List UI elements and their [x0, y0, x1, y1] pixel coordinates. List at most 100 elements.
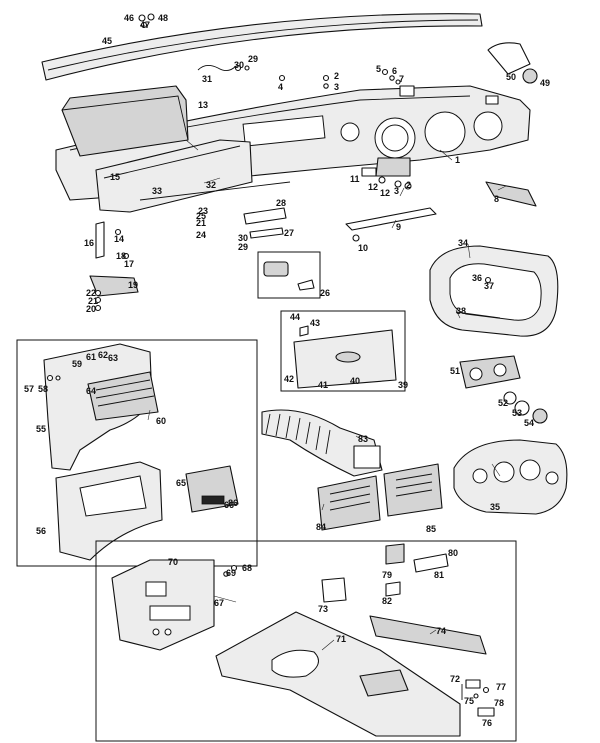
label-73: 73 [318, 604, 328, 614]
part-9-strip [345, 207, 437, 231]
label-81: 81 [434, 570, 444, 580]
label-6: 6 [392, 66, 397, 76]
part-8-bracket [485, 181, 537, 207]
part-49-50-knob [487, 42, 538, 84]
label-79: 79 [382, 570, 392, 580]
parts-51-54 [459, 355, 548, 424]
label-10: 10 [358, 243, 368, 253]
label-4: 4 [278, 82, 283, 92]
label-42: 42 [284, 374, 294, 384]
label-43: 43 [310, 318, 320, 328]
fasteners-46-47-48 [138, 13, 155, 29]
part-45-dash-top-roll [41, 13, 483, 81]
inset-55-66 [16, 339, 258, 567]
label-21-repeat: 21 [88, 296, 98, 306]
label-21: 21 [196, 218, 206, 228]
label-40: 40 [350, 376, 360, 386]
label-56: 56 [36, 526, 46, 536]
label-53: 53 [512, 408, 522, 418]
label-64: 64 [86, 386, 96, 396]
label-76: 76 [482, 718, 492, 728]
label-78: 78 [494, 698, 504, 708]
label-25: 25 [196, 211, 206, 221]
label-30-repeat: 30 [238, 233, 248, 243]
label-38: 38 [456, 306, 466, 316]
label-83: 83 [358, 434, 368, 444]
leader-lines [147, 139, 507, 651]
label-63: 63 [108, 353, 118, 363]
label-61: 61 [86, 352, 96, 362]
label-68: 68 [242, 563, 252, 573]
label-44: 44 [290, 312, 300, 322]
label-71: 71 [336, 634, 346, 644]
label-19: 19 [128, 280, 138, 290]
label-60: 60 [156, 416, 166, 426]
label-51: 51 [450, 366, 460, 376]
label-39: 39 [398, 380, 408, 390]
label-36: 36 [472, 273, 482, 283]
label-70: 70 [168, 557, 178, 567]
label-62: 62 [98, 350, 108, 360]
parts-14-16-17-18 [95, 221, 130, 260]
label-3: 3 [334, 82, 339, 92]
label-30: 30 [234, 60, 244, 70]
label-86: 86 [228, 498, 238, 508]
part-35-instrument-panel [453, 439, 568, 515]
label-55: 55 [36, 424, 46, 434]
part-26-lock [257, 251, 321, 299]
label-37: 37 [484, 281, 494, 291]
label-3-repeat: 3 [394, 186, 399, 196]
label-65: 65 [176, 478, 186, 488]
inset-67-78 [95, 540, 517, 742]
label-32: 32 [206, 180, 216, 190]
label-28: 28 [276, 198, 286, 208]
label-15: 15 [110, 172, 120, 182]
label-22: 22 [86, 288, 96, 298]
parts-84-85-vents [317, 463, 443, 531]
label-9: 9 [396, 222, 401, 232]
label-77: 77 [496, 682, 506, 692]
part-13-glovebox [61, 85, 189, 157]
callout-labels: 1 2 3 4 5 6 7 8 9 10 11 12 13 14 15 16 1… [24, 13, 550, 728]
label-41: 41 [318, 380, 328, 390]
label-82: 82 [382, 596, 392, 606]
label-17: 17 [124, 259, 134, 269]
label-24: 24 [196, 230, 206, 240]
label-11: 11 [350, 174, 360, 184]
label-69: 69 [226, 568, 236, 578]
label-34: 34 [458, 238, 468, 248]
label-75: 75 [464, 696, 474, 706]
label-27: 27 [284, 228, 294, 238]
label-8: 8 [494, 194, 499, 204]
label-52: 52 [498, 398, 508, 408]
label-1: 1 [455, 155, 460, 165]
part-19-bracket [89, 275, 139, 297]
fasteners-top-right [234, 64, 401, 89]
label-80: 80 [448, 548, 458, 558]
part-23-lower-panel [95, 139, 253, 213]
label-31: 31 [202, 74, 212, 84]
part-83-hose [261, 409, 383, 477]
label-5: 5 [376, 64, 381, 74]
fasteners-20-21-22 [94, 289, 102, 312]
parts-27-28-plates [243, 207, 287, 239]
label-16: 16 [84, 238, 94, 248]
label-72: 72 [450, 674, 460, 684]
label-23: 23 [198, 206, 208, 216]
label-46: 46 [124, 13, 134, 23]
label-54: 54 [524, 418, 534, 428]
label-58: 58 [38, 384, 48, 394]
inset-39-40-41 [280, 310, 406, 392]
label-7: 7 [399, 74, 404, 84]
label-48: 48 [158, 13, 168, 23]
label-2-repeat: 2 [406, 180, 411, 190]
label-12-repeat: 12 [380, 188, 390, 198]
label-29-repeat: 29 [238, 242, 248, 252]
label-13: 13 [198, 100, 208, 110]
label-26: 26 [320, 288, 330, 298]
label-2: 2 [334, 71, 339, 81]
label-66: 66 [224, 500, 234, 510]
label-84: 84 [316, 522, 326, 532]
label-14: 14 [114, 234, 124, 244]
